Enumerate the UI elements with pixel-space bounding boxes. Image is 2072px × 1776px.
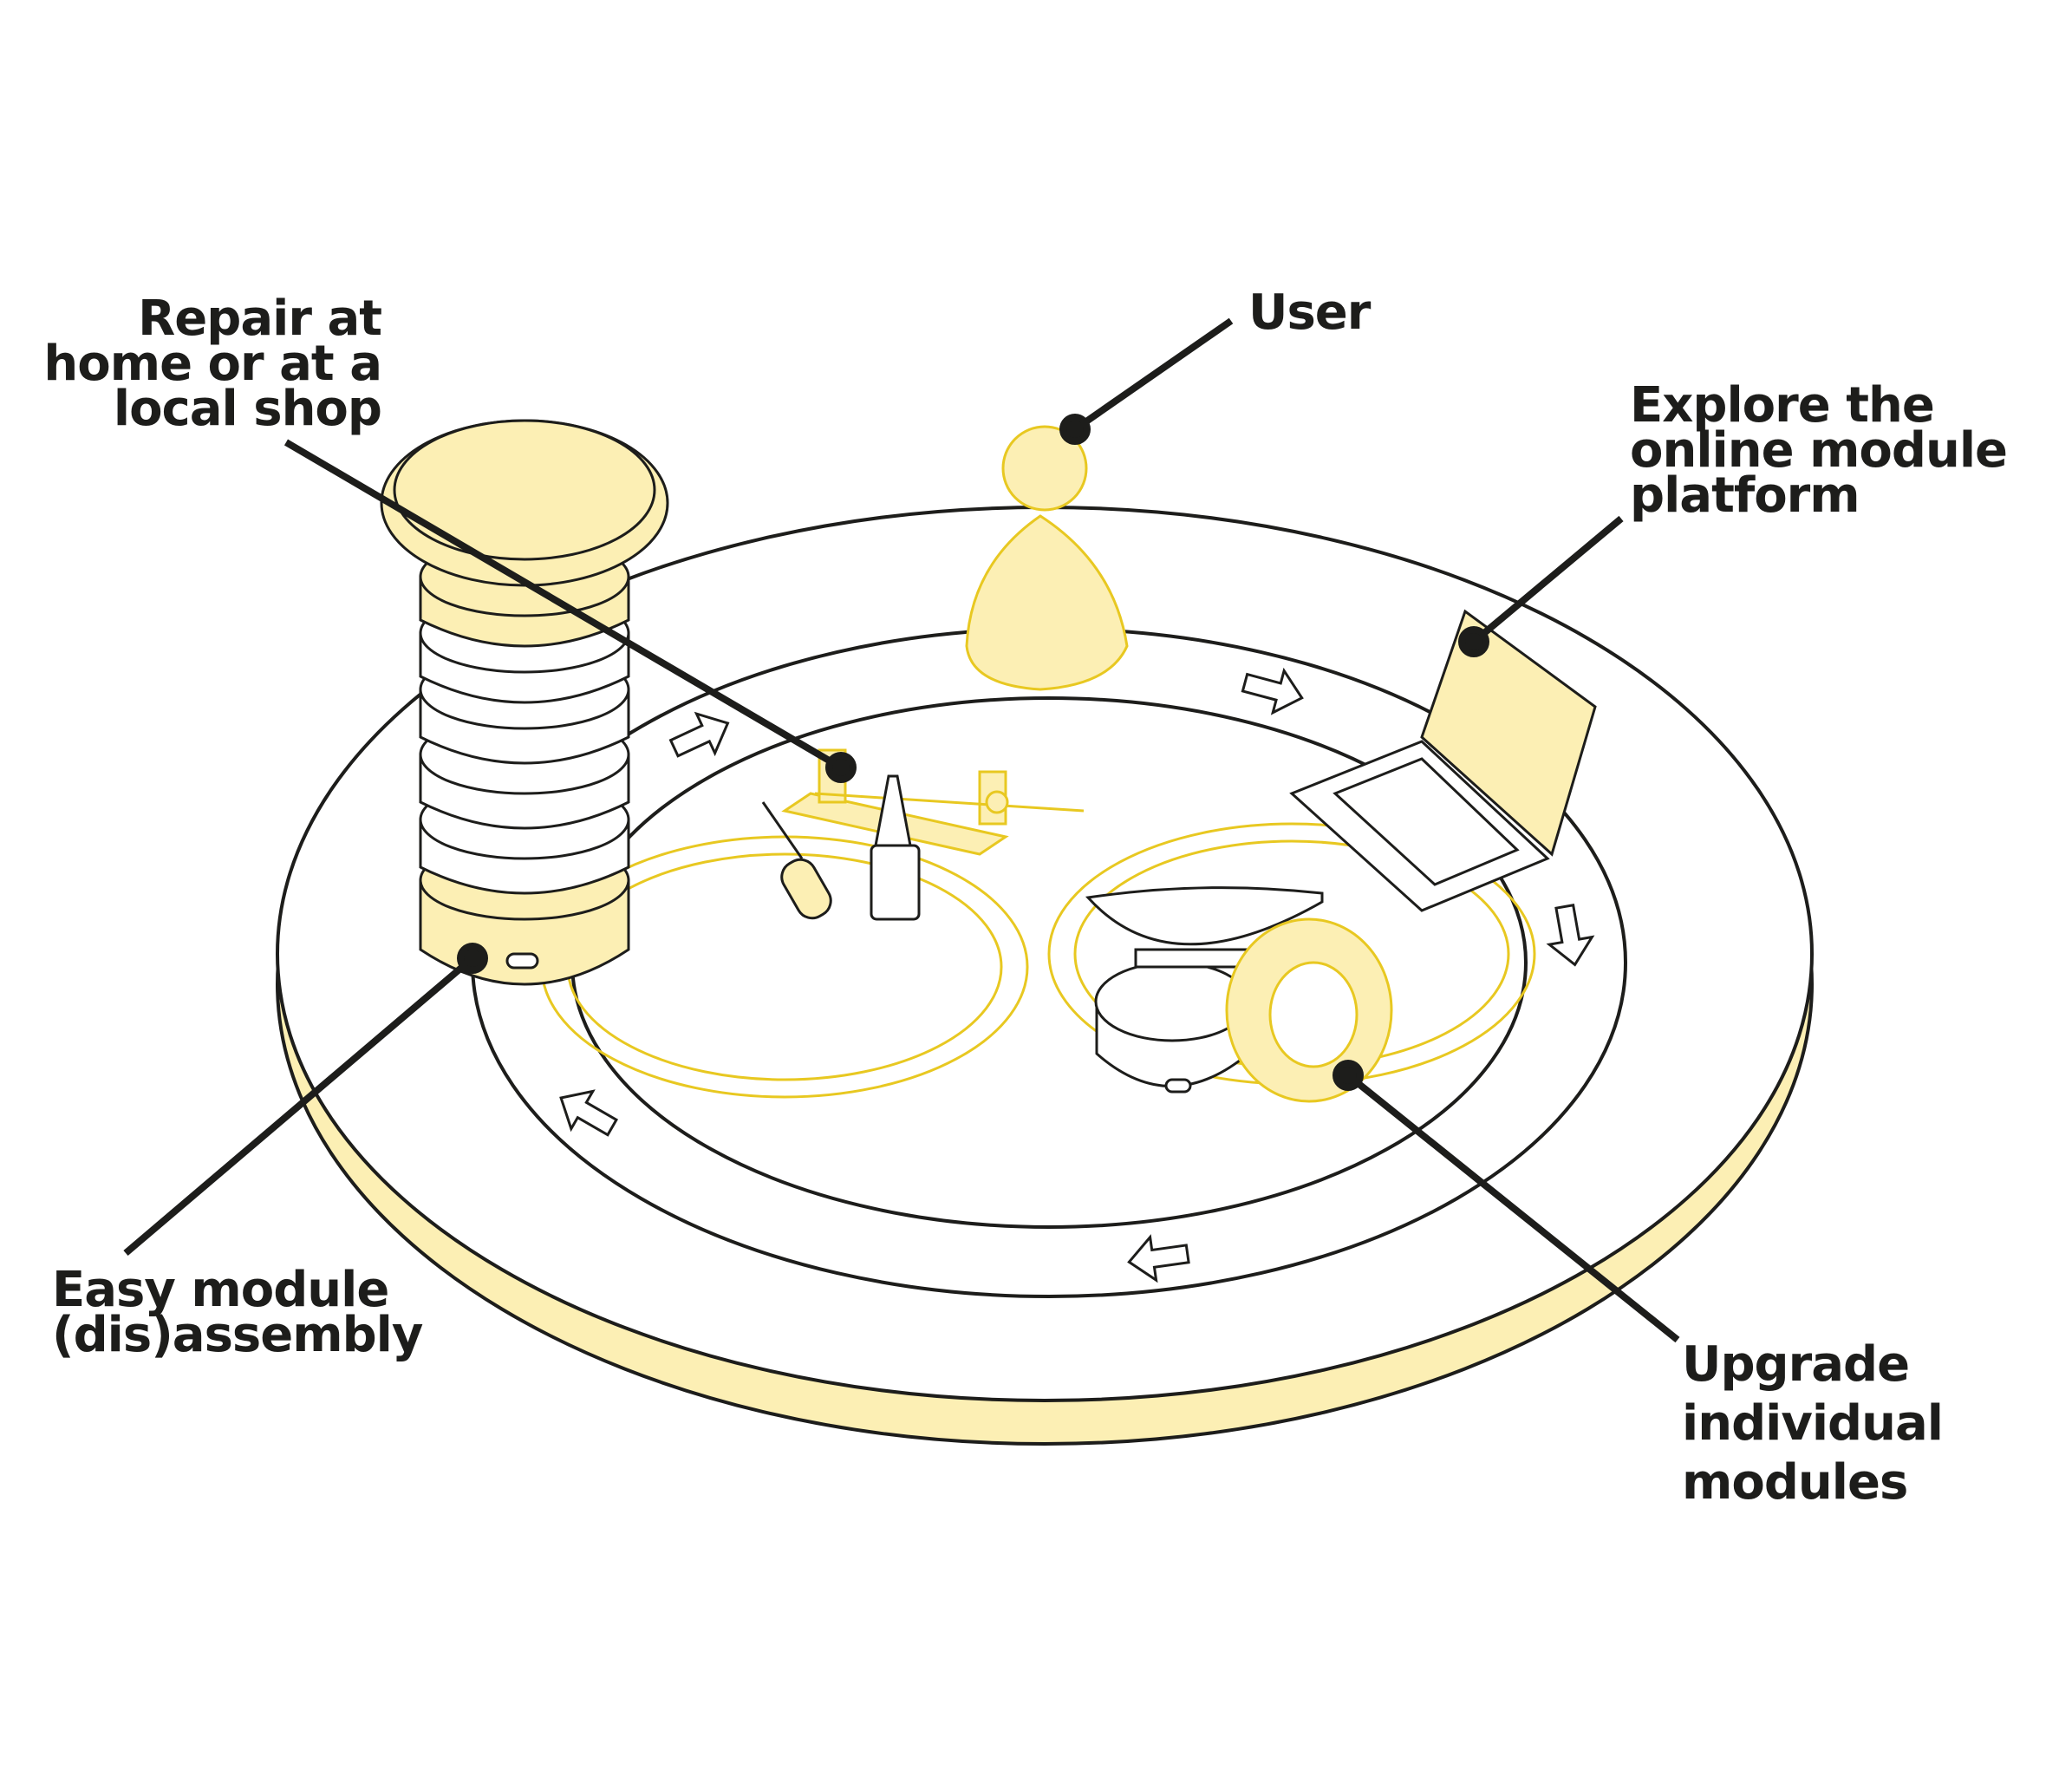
arrow-icon <box>668 711 730 758</box>
label-line: Easy module <box>52 1262 389 1318</box>
label-line: modules <box>1682 1454 1908 1511</box>
user-figure <box>965 425 1129 691</box>
arrow-icon <box>1127 1234 1190 1283</box>
track-arrows <box>559 667 1595 1283</box>
arrow-icon <box>559 1089 619 1137</box>
leader-dot <box>457 943 488 974</box>
label-line: individual <box>1682 1395 1944 1452</box>
label-assembly: Easy module (dis)assembly <box>52 1262 423 1363</box>
product-modules <box>1085 886 1393 1103</box>
label-line: User <box>1248 284 1371 341</box>
label-user: User <box>1248 284 1371 341</box>
screwdriver-icon <box>761 801 832 920</box>
label-line: Upgrade <box>1682 1336 1910 1393</box>
leader-dot <box>1059 414 1091 445</box>
label-line: home or at a <box>43 336 382 392</box>
glue-bottle-icon <box>870 774 921 921</box>
ring-module-icon <box>1225 917 1393 1103</box>
label-line: platform <box>1630 467 1860 524</box>
label-line: local shop <box>113 381 382 437</box>
leader-dot <box>1458 626 1489 657</box>
arrow-icon <box>1546 903 1595 967</box>
label-line: Repair at <box>138 291 382 347</box>
speaker-module-icon <box>1094 961 1250 1094</box>
arrow-icon <box>1241 667 1304 715</box>
label-line: online module <box>1630 422 2008 479</box>
label-upgrade: Upgrade individual modules <box>1682 1335 1944 1512</box>
leader-dot <box>1332 1060 1364 1091</box>
label-repair: Repair at home or at a local shop <box>43 291 382 437</box>
label-line: (dis)assembly <box>52 1307 423 1363</box>
label-line: Explore the <box>1630 377 1935 434</box>
leader-lines <box>123 317 1680 1343</box>
repair-tools <box>761 748 1085 921</box>
label-explore: Explore the online module platform <box>1630 377 2008 524</box>
modular-product-stack <box>380 419 669 986</box>
laptop-icon <box>1289 609 1597 912</box>
port-icon <box>505 952 539 970</box>
leader-dot <box>825 752 857 783</box>
